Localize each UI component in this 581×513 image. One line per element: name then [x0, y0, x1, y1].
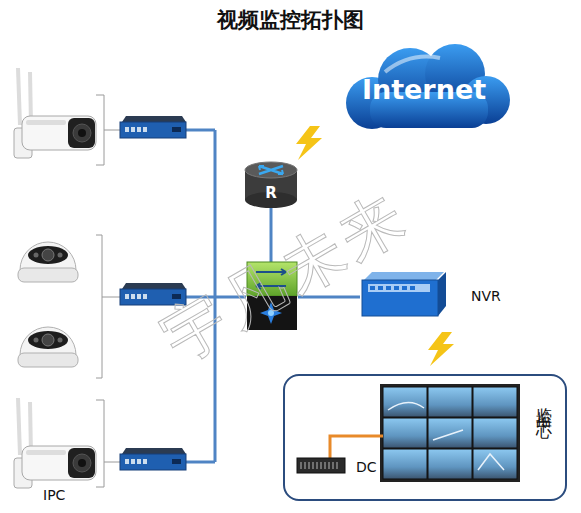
- camera-label: IPC: [43, 487, 65, 503]
- access-switch: [120, 116, 186, 138]
- decoder-device: [297, 458, 345, 473]
- dc-node: DC: [297, 456, 387, 480]
- wireless-bolt: [296, 126, 322, 160]
- node-label: R: [244, 184, 298, 202]
- access-switch: [120, 448, 186, 470]
- internet-cloud: Internet: [338, 50, 510, 130]
- bullet-camera: [14, 398, 96, 488]
- router-node: R: [244, 160, 298, 210]
- bullet-camera: [14, 68, 96, 158]
- router-symbol: [245, 162, 297, 208]
- node-label: Internet: [338, 74, 510, 105]
- camera-bracket: [96, 95, 120, 487]
- nvr-node: NVR: [358, 270, 498, 320]
- nvr-device: [362, 272, 446, 316]
- node-label: DC: [356, 459, 377, 475]
- diagram-title: 视频监控拓扑图: [0, 6, 581, 34]
- monitoring-center: 监控中心 DC: [283, 374, 567, 501]
- video-wall: [380, 384, 520, 482]
- node-label: 监控中心: [533, 394, 554, 414]
- dome-camera: [18, 327, 78, 367]
- node-label: NVR: [471, 288, 501, 304]
- wireless-bolt: [428, 332, 454, 366]
- dome-camera: [18, 242, 78, 282]
- hdmi-wire: [330, 436, 383, 458]
